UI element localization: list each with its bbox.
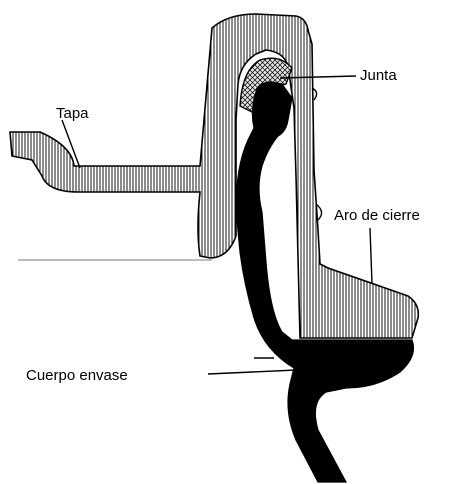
cuerpo-part xyxy=(235,81,415,483)
tapa-leader-line xyxy=(61,119,81,169)
lid-bump-top xyxy=(311,87,318,101)
tapa-part xyxy=(9,13,420,339)
junta-leader-line xyxy=(279,75,357,79)
aro-leader-line xyxy=(369,227,373,285)
lid-bump-bottom xyxy=(315,203,323,221)
cuerpo-envase-label: Cuerpo envase xyxy=(26,367,128,384)
cuerpo-leader-line xyxy=(207,369,297,375)
junta-label: Junta xyxy=(360,67,397,84)
tapa-label: Tapa xyxy=(56,105,89,122)
aro-de-cierre-label: Aro de cierre xyxy=(334,207,420,224)
